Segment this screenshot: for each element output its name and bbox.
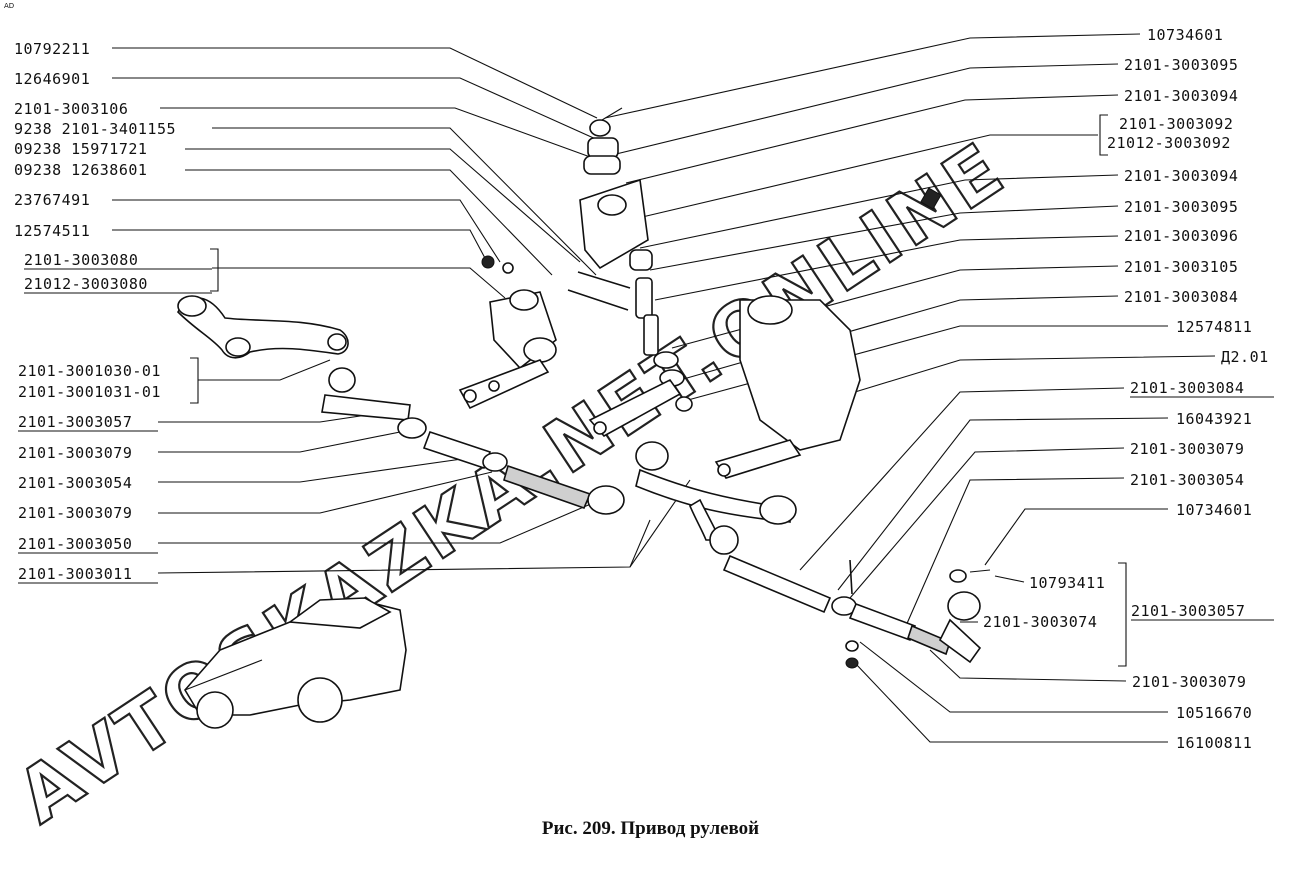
right-labels: 10734601 2101-3003095 2101-3003094 2101-… — [983, 26, 1269, 752]
label-2101-3003057-left: 2101-3003057 — [18, 413, 132, 431]
label-23767491: 23767491 — [14, 191, 90, 209]
label-2101-3001030-01: 2101-3001030-01 — [18, 362, 161, 380]
label-2101-3003050: 2101-3003050 — [18, 535, 132, 553]
label-10792211: 10792211 — [14, 40, 90, 58]
label-2101-3003095-b: 2101-3003095 — [1124, 198, 1238, 216]
label-2101-3003057-r: 2101-3003057 — [1131, 602, 1245, 620]
label-2101-3003080: 2101-3003080 — [24, 251, 138, 269]
label-2101-3003079-left-a: 2101-3003079 — [18, 444, 132, 462]
corner-mark: AD — [4, 2, 15, 10]
car-illustration — [184, 597, 407, 729]
label-10793411: 10793411 — [1029, 574, 1105, 592]
label-09238-15971721: 09238 15971721 — [14, 140, 147, 158]
label-2101-3003079-r-b: 2101-3003079 — [1132, 673, 1246, 691]
label-2101-3003084-b: 2101-3003084 — [1130, 379, 1244, 397]
label-2101-3003074: 2101-3003074 — [983, 613, 1097, 631]
label-09238-12638601: 09238 12638601 — [14, 161, 147, 179]
label-2101-3003092: 2101-3003092 — [1119, 115, 1233, 133]
label-2101-3003079-left-b: 2101-3003079 — [18, 504, 132, 522]
label-21012-3003092: 21012-3003092 — [1107, 134, 1231, 152]
label-2101-3003079-r-a: 2101-3003079 — [1130, 440, 1244, 458]
label-2101-3003096: 2101-3003096 — [1124, 227, 1238, 245]
label-2101-3003106: 2101-3003106 — [14, 100, 128, 118]
label-d2-01: Д2.01 — [1221, 348, 1269, 366]
label-2101-3003011: 2101-3003011 — [18, 565, 132, 583]
label-16043921: 16043921 — [1176, 410, 1252, 428]
label-2101-3003054-r: 2101-3003054 — [1130, 471, 1244, 489]
label-10516670: 10516670 — [1176, 704, 1252, 722]
label-2101-3003054-left: 2101-3003054 — [18, 474, 132, 492]
label-2101-3003105: 2101-3003105 — [1124, 258, 1238, 276]
label-2101-3003095-a: 2101-3003095 — [1124, 56, 1238, 74]
label-12646901: 12646901 — [14, 70, 90, 88]
label-21012-3003080: 21012-3003080 — [24, 275, 148, 293]
steering-parts — [177, 107, 991, 669]
label-10734601-r: 10734601 — [1176, 501, 1252, 519]
figure-caption: Рис. 209. Привод рулевой — [541, 818, 760, 839]
label-9238-2101-3401155: 9238 2101-3401155 — [14, 120, 176, 138]
label-12574511: 12574511 — [14, 222, 90, 240]
label-2101-3001031-01: 2101-3001031-01 — [18, 383, 161, 401]
leader-lines — [112, 33, 1216, 743]
label-10734601-top: 10734601 — [1147, 26, 1223, 44]
label-2101-3003084-a: 2101-3003084 — [1124, 288, 1238, 306]
right-underlines-brackets — [1099, 114, 1274, 667]
label-2101-3003094-a: 2101-3003094 — [1124, 87, 1238, 105]
label-12574811: 12574811 — [1176, 318, 1252, 336]
label-2101-3003094-b: 2101-3003094 — [1124, 167, 1238, 185]
left-labels: 10792211 12646901 2101-3003106 9238 2101… — [14, 40, 176, 583]
label-16100811: 16100811 — [1176, 734, 1252, 752]
